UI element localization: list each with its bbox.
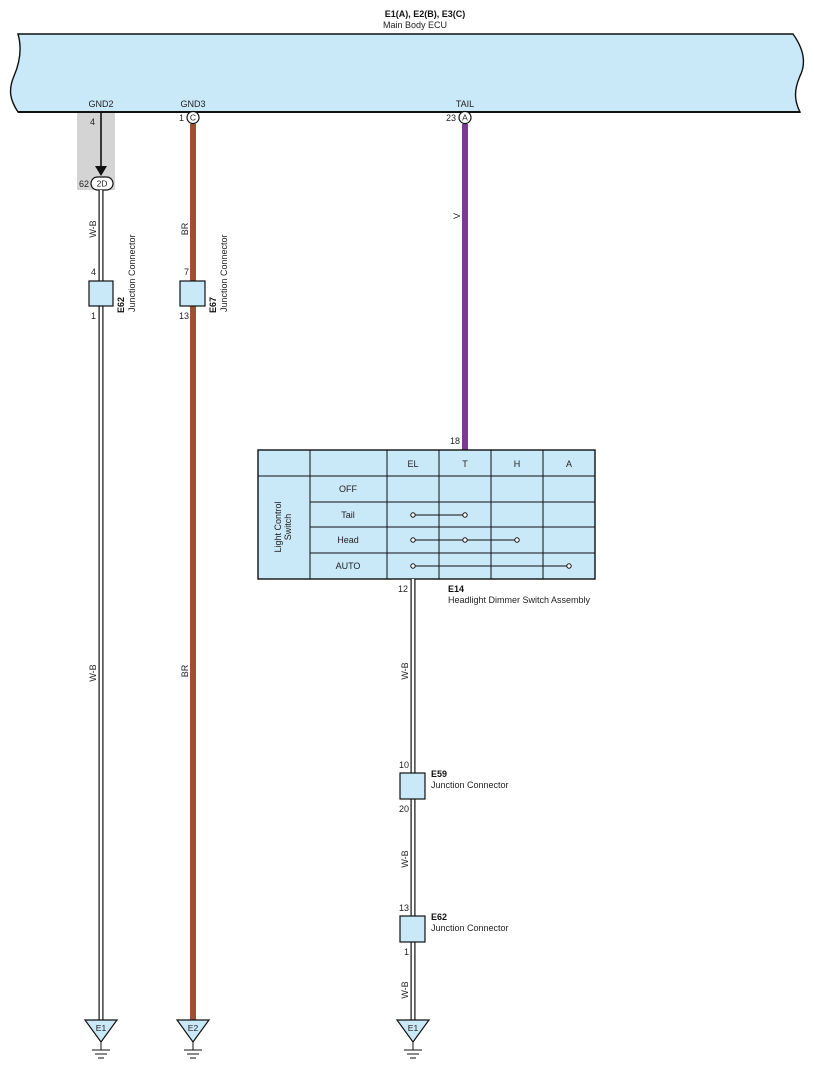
- wire-label-left: W-B: [88, 220, 98, 237]
- e67-pin-in: 7: [184, 267, 189, 277]
- ground-e2: E2: [175, 1019, 211, 1059]
- e62-left-pin-in: 4: [91, 267, 96, 277]
- wire-label-right-2: W-B: [400, 850, 410, 867]
- e67-id: E67: [208, 297, 218, 313]
- connector-e62-left: [88, 280, 114, 307]
- contact-head-el: [410, 537, 416, 543]
- switch-side-label-1: Light Control: [273, 501, 283, 552]
- e67-name: Junction Connector: [219, 234, 229, 312]
- switch-col-h: H: [514, 459, 521, 469]
- switch-col-t: T: [462, 459, 468, 469]
- contact-auto-a: [566, 563, 572, 569]
- wire-label-br-lower: BR: [180, 664, 190, 677]
- e62-right-pin-out: 1: [404, 947, 409, 957]
- e62-right-name: Junction Connector: [431, 923, 509, 933]
- wire-label-br: BR: [180, 222, 190, 235]
- wire-label-right-3: W-B: [400, 981, 410, 998]
- e59-pin-out: 20: [399, 804, 409, 814]
- ground-label-right: E1: [408, 1023, 419, 1033]
- switch-id: E14: [448, 584, 464, 594]
- ground-e1-right: E1: [395, 1019, 431, 1059]
- gnd2-pin-number: 4: [90, 117, 95, 127]
- switch-row-head: Head: [337, 535, 359, 545]
- junction-2d-number: 62: [79, 179, 89, 189]
- switch-col-el: EL: [407, 459, 418, 469]
- e62-left-id: E62: [116, 297, 126, 313]
- contact-tail-el: [410, 512, 416, 518]
- contact-auto-el: [410, 563, 416, 569]
- pin-label-gnd2: GND2: [88, 99, 113, 109]
- wire-label-left-lower: W-B: [88, 664, 98, 681]
- e62-left-pin-out: 1: [91, 311, 96, 321]
- gnd3-connector-c-label: C: [190, 113, 196, 123]
- e59-pin-in: 10: [399, 760, 409, 770]
- tail-connector-a-label: A: [462, 113, 468, 123]
- ground-e1-left: E1: [83, 1019, 119, 1059]
- ground-label-left: E1: [96, 1023, 107, 1033]
- ecu-title: E1(A), E2(B), E3(C): [385, 9, 466, 19]
- e62-right-pin-in: 13: [399, 903, 409, 913]
- switch-pin-out: 12: [398, 584, 408, 594]
- contact-head-t: [462, 537, 468, 543]
- ground-icon: [175, 1019, 211, 1044]
- switch-row-off: OFF: [339, 484, 357, 494]
- switch-col-a: A: [566, 459, 572, 469]
- ground-icon: [83, 1019, 119, 1044]
- e59-id: E59: [431, 769, 447, 779]
- switch-name: Headlight Dimmer Switch Assembly: [448, 595, 591, 605]
- switch-row-auto: AUTO: [336, 561, 361, 571]
- wire-label-right-1: W-B: [400, 662, 410, 679]
- wire-label-v: V: [452, 213, 462, 219]
- ground-label-mid: E2: [188, 1023, 199, 1033]
- contact-head-h: [514, 537, 520, 543]
- connector-e67: [179, 280, 206, 307]
- switch-row-tail: Tail: [341, 510, 355, 520]
- connector-e62-right: [399, 915, 426, 943]
- tail-connector-a: [458, 110, 472, 125]
- gnd3-connector-c: [186, 110, 200, 125]
- headlight-dimmer-switch-table: EL T H A OFF Tail Head AUTO Light Contro…: [257, 449, 596, 580]
- ground-icon: [395, 1019, 431, 1044]
- pin-label-tail: TAIL: [456, 99, 474, 109]
- tail-pin-number: 23: [446, 113, 456, 123]
- e59-name: Junction Connector: [431, 780, 509, 790]
- switch-side-label-2: Switch: [283, 514, 293, 541]
- e67-pin-out: 13: [179, 311, 189, 321]
- junction-2d-label: 2D: [97, 179, 108, 189]
- contact-tail-t: [462, 512, 468, 518]
- e62-left-name: Junction Connector: [127, 234, 137, 312]
- pin-label-gnd3: GND3: [180, 99, 205, 109]
- gnd2-arrow-icon: [95, 166, 107, 176]
- connector-e59: [399, 772, 426, 800]
- gnd3-pin-number: 1: [179, 113, 184, 123]
- ecu-subtitle: Main Body ECU: [383, 20, 447, 30]
- main-body-ecu: [9, 33, 805, 113]
- switch-pin-in: 18: [450, 436, 460, 446]
- e62-right-id: E62: [431, 912, 447, 922]
